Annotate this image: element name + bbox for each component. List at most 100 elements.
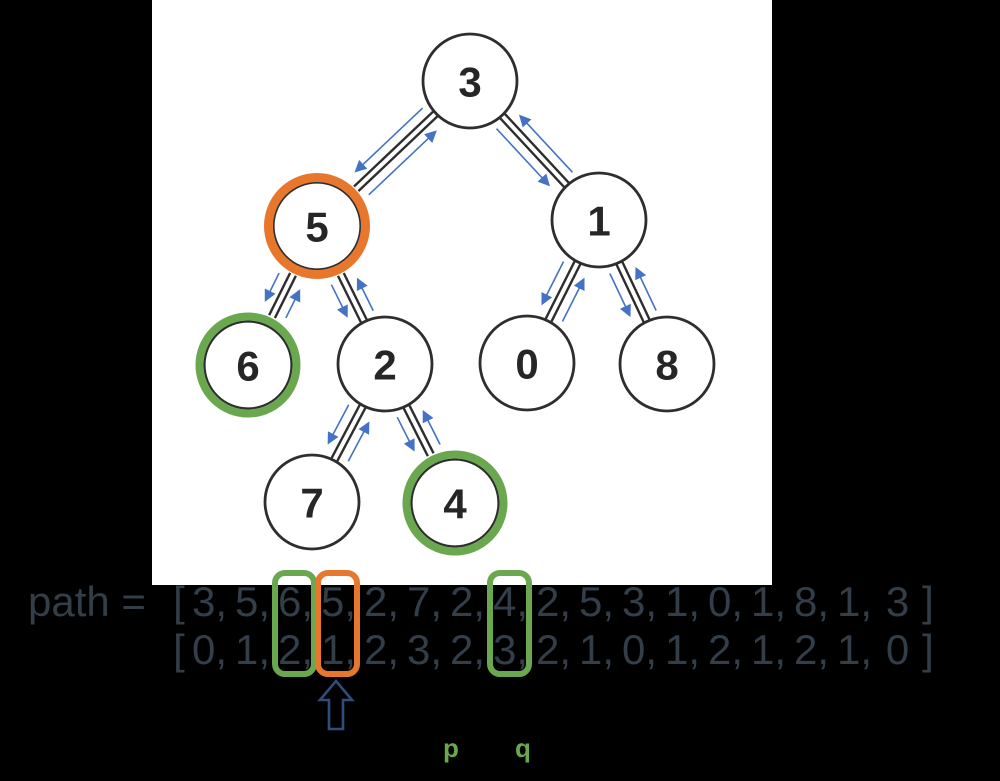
up-traversal-arrow — [285, 289, 301, 319]
node-circle — [421, 32, 519, 130]
lca-pointer-arrow-icon — [317, 679, 355, 731]
euler-path-values-row: [3,5,6,5,2,7,2,4,2,5,3,1,0,1,8,1,3] — [170, 579, 937, 625]
path-value: 0, — [707, 578, 744, 625]
path-value: 1, — [750, 578, 787, 625]
path-value: 3, — [191, 578, 228, 625]
tree-node: 8 — [618, 315, 716, 413]
tree-node: 5 — [264, 173, 370, 279]
edge-line — [615, 264, 645, 323]
node-circle — [550, 171, 648, 269]
edge-line — [357, 115, 439, 193]
path-value: 2, — [535, 578, 572, 625]
pointer-p-label: p — [443, 733, 459, 763]
up-traversal-arrow — [347, 421, 370, 462]
edge-line — [408, 404, 435, 454]
node-value: 1 — [587, 198, 610, 245]
node-highlight-ring — [195, 312, 301, 418]
node-circle — [272, 181, 362, 271]
path-value: 2, — [707, 626, 744, 673]
close-bracket: ] — [922, 578, 934, 625]
up-traversal-arrow — [368, 130, 437, 196]
traversal-arrows — [264, 107, 657, 462]
open-bracket: [ — [173, 578, 185, 625]
up-traversal-arrow — [561, 277, 585, 322]
highlight-box-green — [272, 570, 317, 677]
edge-line — [499, 117, 565, 188]
tree-node: 0 — [478, 314, 576, 412]
path-value: 3 — [885, 578, 910, 625]
edge-line — [330, 404, 361, 459]
path-value: 2, — [449, 626, 486, 673]
edge-line — [336, 407, 367, 462]
node-value: 0 — [515, 341, 538, 388]
path-value: 8, — [793, 578, 830, 625]
edge-line — [550, 263, 582, 323]
path-value: 4, — [492, 578, 529, 625]
down-traversal-arrow — [354, 107, 424, 173]
path-value: 2, — [449, 578, 486, 625]
tree-edges — [268, 110, 651, 462]
edge-line — [353, 110, 434, 188]
node-value: 2 — [373, 342, 396, 389]
highlight-box-green — [487, 570, 532, 677]
path-value: 7, — [406, 578, 443, 625]
path-value: 0, — [621, 626, 658, 673]
node-value: 3 — [458, 59, 481, 106]
tree-node: 4 — [402, 450, 508, 556]
path-value: 1, — [664, 626, 701, 673]
up-traversal-arrow — [422, 409, 441, 445]
path-value: 1, — [664, 578, 701, 625]
tree-node: 7 — [263, 453, 361, 551]
path-value: 0, — [191, 626, 228, 673]
edge-line — [273, 275, 297, 319]
edge-line — [342, 272, 368, 321]
up-traversal-arrow — [518, 114, 574, 173]
euler-path-depths-row: [0,1,2,1,2,3,2,3,2,1,0,1,2,1,2,1,0] — [170, 627, 937, 673]
edge-line — [504, 113, 570, 184]
edge-line — [402, 407, 429, 457]
node-value: 6 — [236, 343, 259, 390]
down-traversal-arrow — [541, 261, 565, 306]
pointer-q-label: q — [515, 733, 531, 763]
node-circle — [478, 314, 576, 412]
node-circle — [618, 315, 716, 413]
path-value: 3, — [406, 626, 443, 673]
path-value: 2, — [363, 578, 400, 625]
close-bracket: ] — [922, 626, 934, 673]
path-value: 2, — [363, 626, 400, 673]
path-value: 5, — [234, 578, 271, 625]
up-traversal-arrow — [356, 277, 374, 312]
node-highlight-ring — [264, 173, 370, 279]
path-value: 2, — [793, 626, 830, 673]
down-traversal-arrow — [330, 284, 348, 318]
path-value: 1, — [234, 626, 271, 673]
path-value: 6, — [277, 578, 314, 625]
node-highlight-ring — [402, 450, 508, 556]
edge-line — [336, 275, 362, 323]
down-traversal-arrow — [264, 272, 280, 302]
tree-nodes: 3 5 1 6 2 0 8 7 4 — [195, 32, 716, 556]
path-value: 1, — [836, 626, 873, 673]
tree-node: 1 — [550, 171, 648, 269]
path-value: 1, — [836, 578, 873, 625]
edge-line — [544, 260, 576, 320]
node-circle — [410, 458, 500, 548]
down-traversal-arrow — [396, 416, 415, 452]
path-value: 2, — [535, 626, 572, 673]
node-value: 5 — [305, 204, 328, 251]
node-circle — [336, 315, 434, 413]
down-traversal-arrow — [609, 273, 631, 318]
tree-node: 2 — [336, 315, 434, 413]
tree-node: 6 — [195, 312, 301, 418]
up-traversal-arrow — [635, 266, 657, 311]
node-value: 7 — [300, 480, 323, 527]
node-value: 4 — [443, 481, 467, 528]
path-value: 3, — [621, 578, 658, 625]
path-label: path = — [28, 578, 146, 625]
path-value: 0 — [885, 626, 910, 673]
path-value: 1, — [750, 626, 787, 673]
node-circle — [203, 320, 293, 410]
open-bracket: [ — [173, 626, 185, 673]
path-value: 5, — [578, 578, 615, 625]
